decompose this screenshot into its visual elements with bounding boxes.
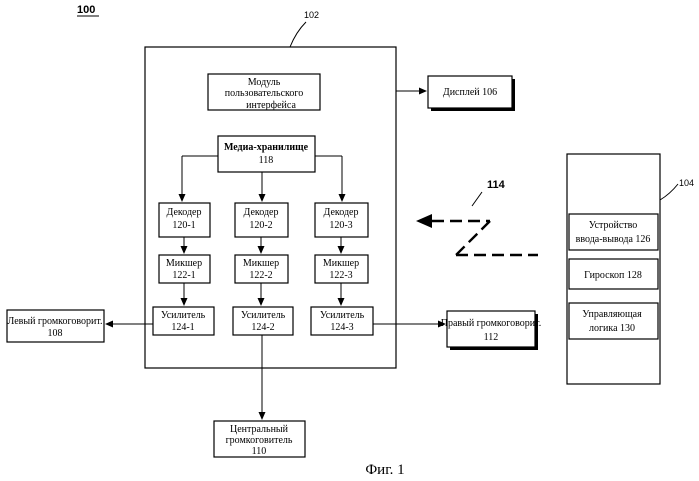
mixer-2-line1: Микшер bbox=[243, 258, 279, 269]
decoder-1-line1: Декодер bbox=[167, 207, 202, 218]
center-speaker-line1: Центральный bbox=[230, 424, 289, 435]
io-device-line1: Устройство bbox=[589, 220, 638, 231]
mixer-1-line2: 122-1 bbox=[172, 270, 195, 281]
amplifier-3-line1: Усилитель bbox=[320, 310, 365, 321]
wireless-arrowhead bbox=[416, 214, 432, 228]
decoder-3-line2: 120-3 bbox=[329, 220, 352, 231]
mixer-3-line1: Микшер bbox=[323, 258, 359, 269]
decoder-2-line2: 120-2 bbox=[249, 220, 272, 231]
right-speaker-line2: 112 bbox=[484, 332, 499, 343]
ui-module-line2: пользовательского bbox=[225, 88, 303, 99]
left-speaker-line2: 108 bbox=[48, 328, 63, 339]
ui-module-line1: Модуль bbox=[248, 77, 281, 88]
mixer-3-line2: 122-3 bbox=[329, 270, 352, 281]
device-104-leader bbox=[660, 184, 678, 200]
control-logic-line1: Управляющая bbox=[582, 309, 642, 320]
amplifier-2-line1: Усилитель bbox=[241, 310, 286, 321]
gyroscope-label: Гироскоп 128 bbox=[584, 270, 642, 281]
decoder-3-line1: Декодер bbox=[324, 207, 359, 218]
amplifier-3-line2: 124-3 bbox=[330, 322, 353, 333]
display-label: Дисплей 106 bbox=[443, 87, 497, 98]
decoder-1-line2: 120-1 bbox=[172, 220, 195, 231]
device-102-ref: 102 bbox=[304, 10, 319, 20]
mixer-2-line2: 122-2 bbox=[249, 270, 272, 281]
amplifier-2-line2: 124-2 bbox=[251, 322, 274, 333]
decoder-2-line1: Декодер bbox=[244, 207, 279, 218]
ui-module-line3: интерфейса bbox=[246, 100, 296, 111]
io-device-line2: ввода-вывода 126 bbox=[576, 234, 651, 245]
center-speaker-line2: громкоговитель bbox=[226, 435, 293, 446]
figure-number: 100 bbox=[77, 4, 95, 16]
wireless-zigzag bbox=[416, 214, 538, 255]
amplifier-1-line2: 124-1 bbox=[171, 322, 194, 333]
left-speaker-line1: Левый громкоговорит. bbox=[7, 316, 102, 327]
mixer-1-line1: Микшер bbox=[166, 258, 202, 269]
right-speaker-line1: Правый громкоговорит. bbox=[441, 318, 542, 329]
figure-caption: Фиг. 1 bbox=[365, 462, 404, 478]
wireless-ref: 114 bbox=[487, 179, 506, 191]
control-logic-line2: логика 130 bbox=[589, 323, 635, 334]
wireless-leader bbox=[472, 192, 482, 206]
center-speaker-line3: 110 bbox=[252, 446, 267, 457]
amplifier-1-line1: Усилитель bbox=[161, 310, 206, 321]
media-storage-line1: Медиа-хранилище bbox=[224, 142, 309, 153]
device-102-leader bbox=[290, 22, 306, 47]
media-storage-line2: 118 bbox=[259, 155, 274, 166]
device-104-ref: 104 bbox=[679, 178, 694, 188]
